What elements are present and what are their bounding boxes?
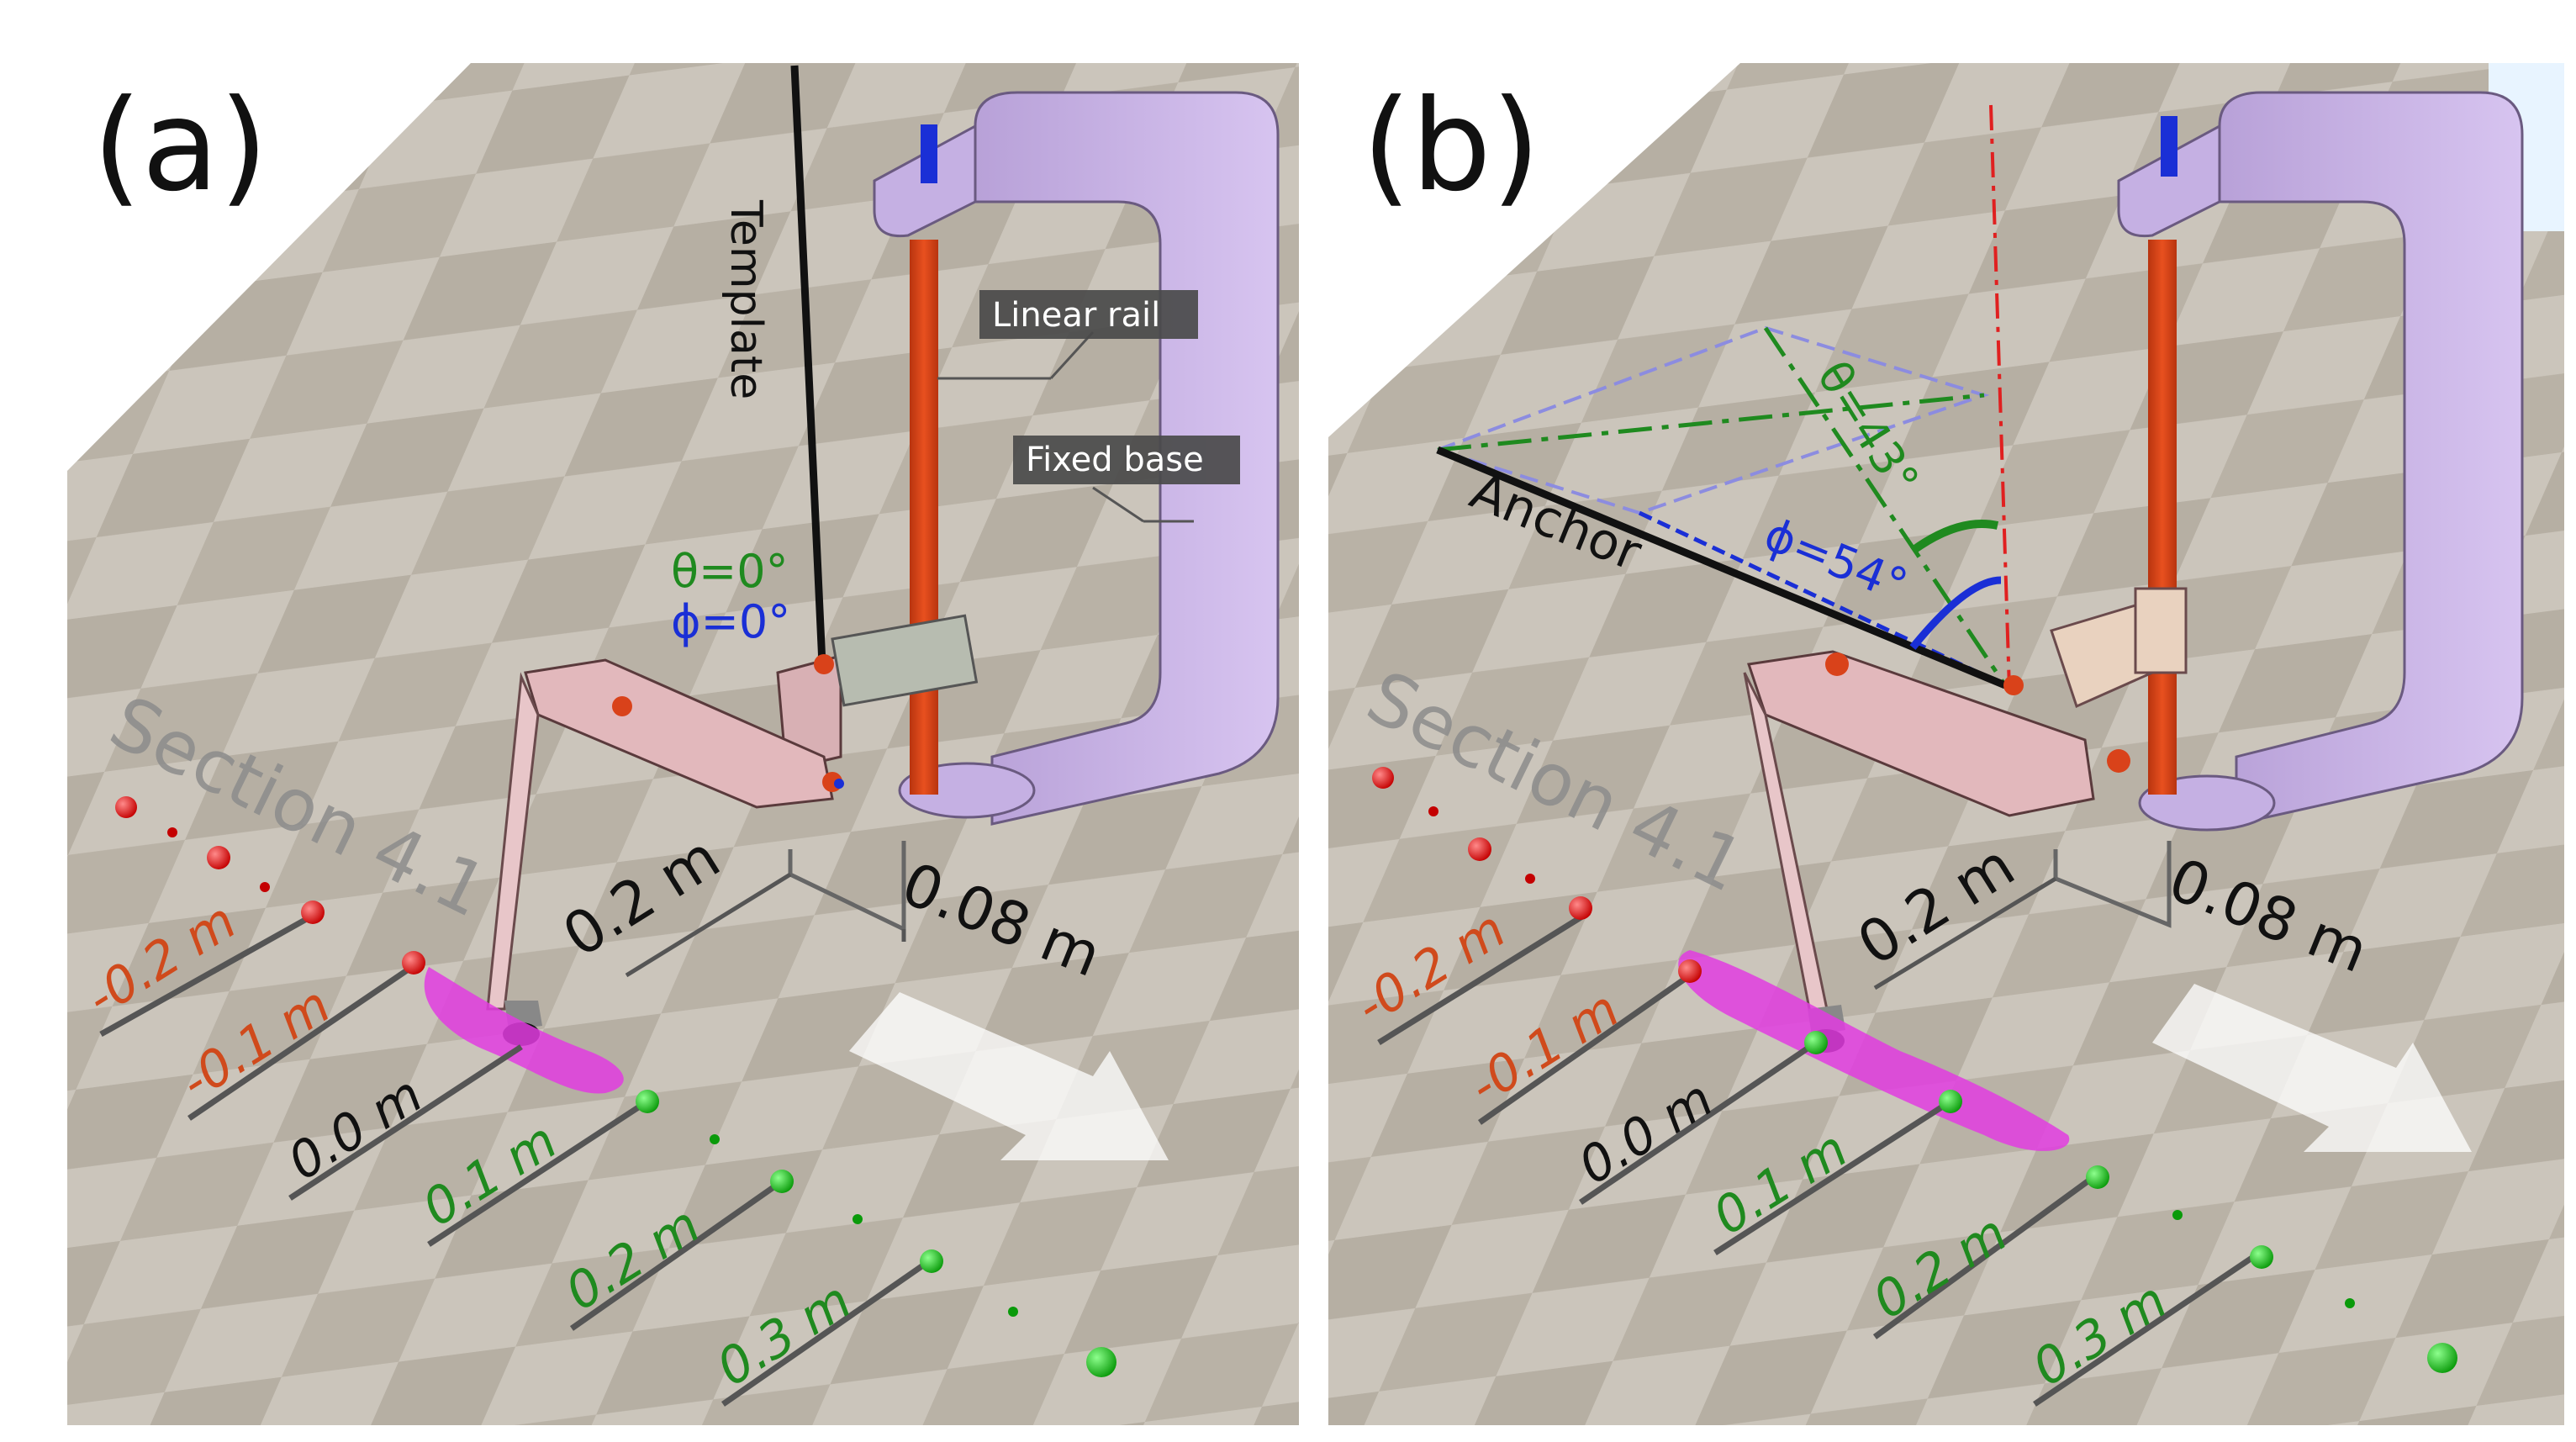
arm-b [1743,587,2188,1053]
frame-markers-b [1372,767,2457,1373]
dimension-lines-b [1873,841,2172,990]
arm-a [486,614,979,1046]
dimension-lines-a [625,841,906,978]
svg-text:Linear rail: Linear rail [992,296,1160,335]
theta-label-a: θ=0° [671,545,789,598]
phi-label-a: ϕ=0° [671,595,790,648]
panel-label-b: (b) [1362,73,1540,219]
linear-rail-a [910,240,938,795]
direction-arrow-a [849,992,1169,1160]
panel-label-a: (a) [92,73,268,219]
panel-b: (b) Anchor θ=43° ϕ=54° [1328,63,2564,1425]
rail-cap-b [2161,116,2177,177]
callout-linear-rail: Linear rail [937,290,1198,380]
panel-a: (a) Template Linear rail Fixed base θ=0° [67,63,1299,1425]
template-line [790,65,826,665]
direction-arrow-b [2152,984,2472,1152]
frame-markers-a [115,796,1116,1377]
trajectory-b [1678,950,2070,1151]
svg-text:Fixed base: Fixed base [1026,441,1204,479]
fixed-base-b [2117,91,2524,832]
callout-fixed-base: Fixed base [1013,436,1240,523]
angle-construction-b [1432,104,2011,690]
template-label: Template [721,199,771,399]
rail-cap-a [921,124,937,183]
trajectory-a [424,967,624,1094]
linear-rail-b [2148,240,2177,795]
